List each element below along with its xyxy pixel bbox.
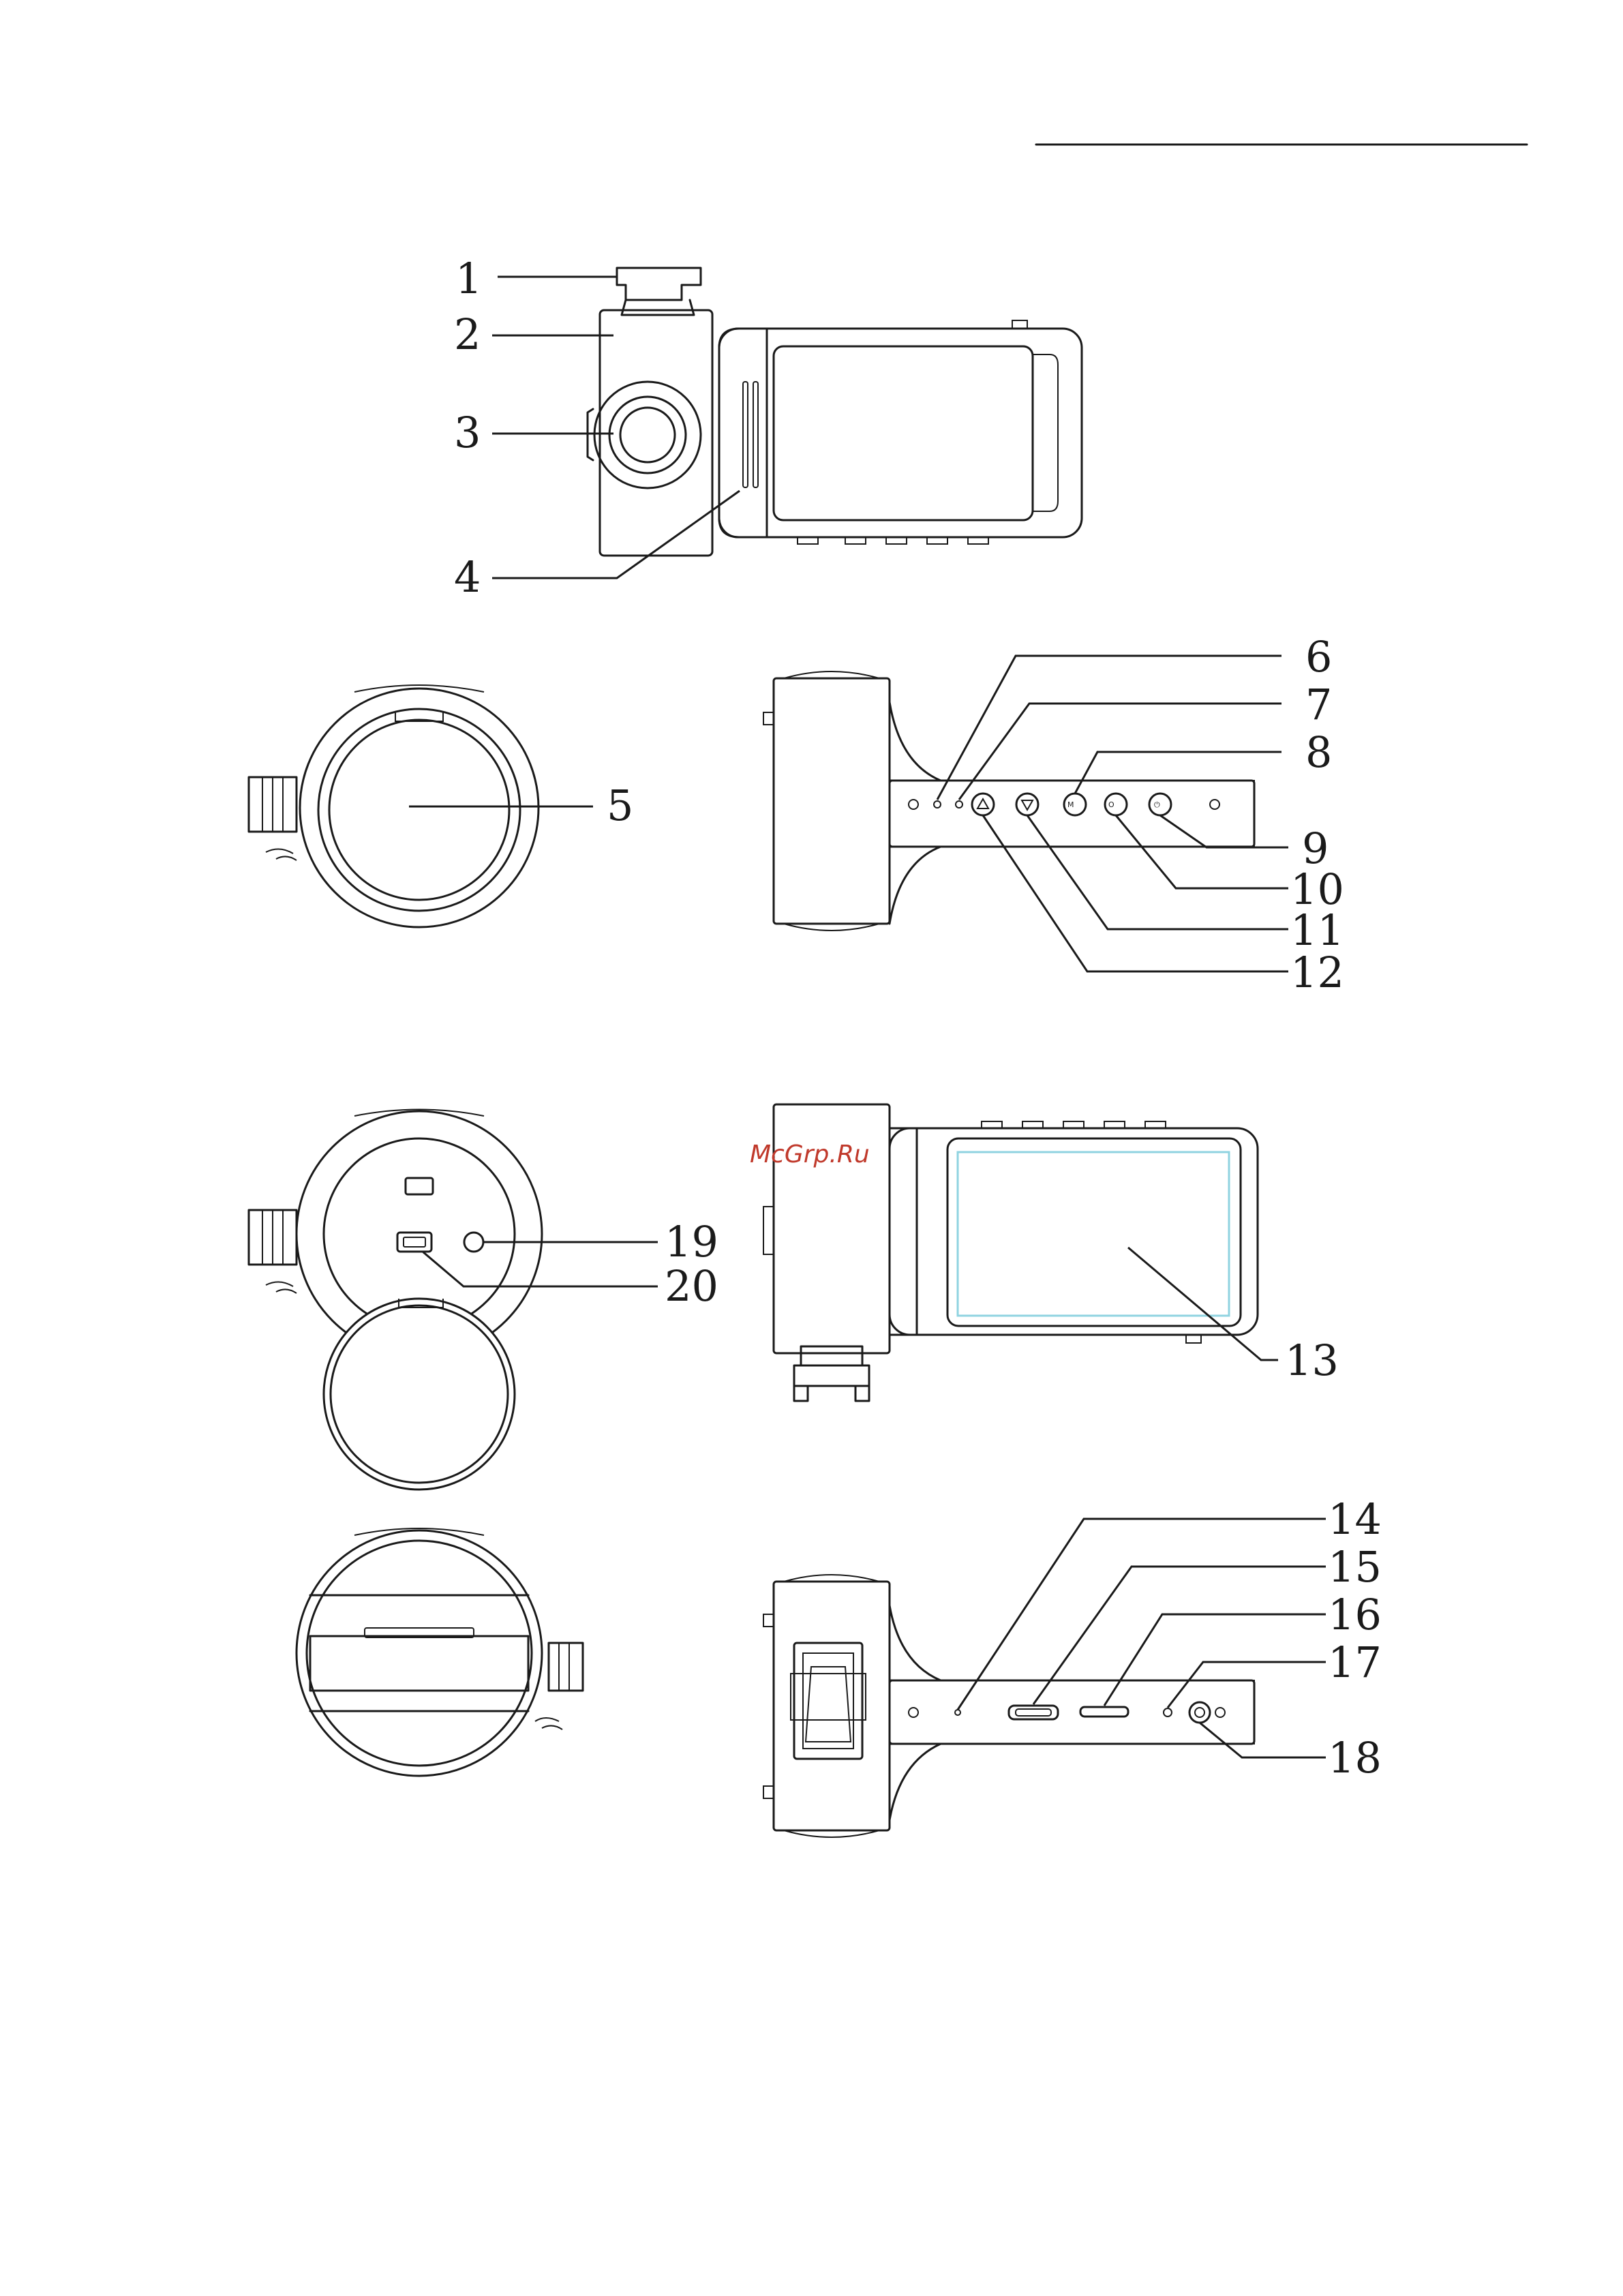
callout-8: 8 — [1305, 727, 1332, 777]
callout-14: 14 — [1328, 1494, 1382, 1544]
callout-7: 7 — [1305, 680, 1332, 729]
rear-view-open — [249, 1110, 542, 1490]
callout-1: 1 — [455, 254, 482, 303]
mode-button-glyph: O — [1108, 800, 1114, 809]
callout-3: 3 — [454, 408, 481, 457]
rear-view-clip — [297, 1528, 583, 1776]
callout-13: 13 — [1285, 1335, 1339, 1385]
leader-11 — [1027, 815, 1288, 929]
callout-18: 18 — [1328, 1733, 1382, 1783]
leader-15 — [1033, 1567, 1326, 1704]
watermark: McGrp.Ru — [750, 1141, 870, 1168]
callout-6: 6 — [1305, 632, 1332, 682]
callout-5: 5 — [607, 781, 633, 830]
callout-17: 17 — [1328, 1637, 1382, 1687]
leader-16 — [1104, 1614, 1326, 1706]
leader-9 — [1160, 815, 1288, 847]
callout-16: 16 — [1328, 1590, 1382, 1640]
callout-19: 19 — [665, 1217, 718, 1267]
screen-area — [958, 1152, 1229, 1316]
callout-2: 2 — [454, 309, 481, 359]
callout-20: 20 — [665, 1261, 718, 1311]
front-view — [588, 268, 1082, 556]
leader-10 — [1116, 815, 1288, 888]
callout-15: 15 — [1328, 1542, 1382, 1592]
leader-4 — [492, 491, 740, 578]
callout-4: 4 — [454, 552, 481, 602]
power-button-glyph: ⏻ — [1154, 800, 1160, 809]
top-view: M O ⏻ — [763, 671, 1254, 931]
leader-18 — [1200, 1723, 1326, 1757]
leader-17 — [1168, 1662, 1326, 1708]
callout-12: 12 — [1290, 948, 1344, 997]
leader-13 — [1128, 1248, 1278, 1360]
menu-button-glyph: M — [1067, 800, 1074, 809]
leader-8 — [1075, 752, 1281, 794]
leader-6 — [937, 656, 1281, 800]
